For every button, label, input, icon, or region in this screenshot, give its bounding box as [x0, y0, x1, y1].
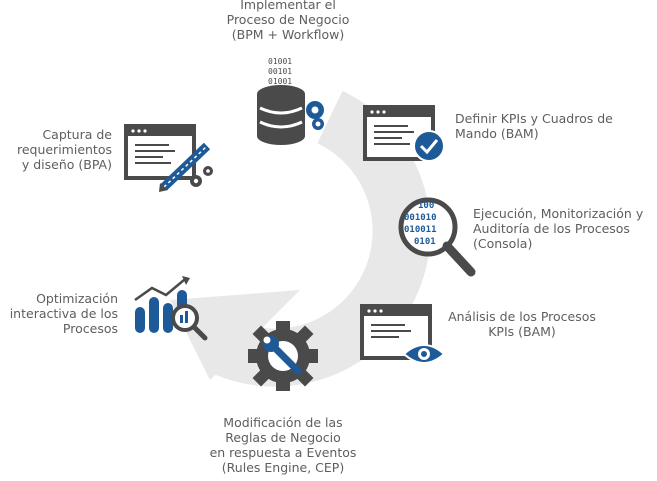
- label-line: Ejecución, Monitorización y: [473, 206, 644, 221]
- label-line: (BPM + Workflow): [231, 27, 345, 42]
- label-line: interactiva de los: [9, 306, 118, 321]
- step-label-captura: Captura de requerimientos y diseño (BPA): [0, 127, 112, 172]
- label-line: Análisis de los Procesos: [448, 309, 596, 324]
- magnifier-binary-line: 0101: [414, 237, 436, 247]
- magnifier-binary-line: 100: [418, 201, 434, 211]
- magnifier-binary-line: 001010: [404, 213, 437, 223]
- step-label-optimizacion: Optimización interactiva de los Procesos: [0, 291, 118, 336]
- label-line: Auditoría de los Procesos: [473, 221, 630, 236]
- step-label-analisis: Análisis de los Procesos KPIs (BAM): [440, 309, 604, 339]
- label-line: Modificación de las: [223, 415, 343, 430]
- label-line: (Consola): [473, 236, 533, 251]
- label-line: Procesos: [62, 321, 118, 336]
- step-label-definir-kpis: Definir KPIs y Cuadros de Mando (BAM): [455, 111, 655, 141]
- db-binary-line: 00101: [268, 67, 292, 76]
- magnifier-binary-line: 010011: [404, 225, 437, 235]
- db-binary-line: 01001: [268, 57, 292, 66]
- step-label-ejecucion: Ejecución, Monitorización y Auditoría de…: [473, 206, 657, 251]
- label-line: Optimización: [36, 291, 118, 306]
- label-line: Definir KPIs y Cuadros de: [455, 111, 613, 126]
- label-line: Implementar el: [240, 0, 336, 12]
- magnifier-binary-icon: 100 001010 010011 0101: [398, 197, 476, 277]
- db-binary-line: 01001: [268, 77, 292, 86]
- step-label-implementar: Implementar el Proceso de Negocio (BPM +…: [198, 0, 378, 42]
- chart-magnifier-icon: [134, 276, 208, 341]
- label-line: KPIs (BAM): [488, 324, 556, 339]
- label-line: y diseño (BPA): [21, 157, 112, 172]
- label-line: Captura de: [42, 127, 112, 142]
- label-line: Mando (BAM): [455, 126, 539, 141]
- label-line: Proceso de Negocio: [226, 12, 350, 27]
- label-line: requerimientos: [16, 142, 112, 157]
- window-eye-icon: [360, 304, 446, 364]
- window-check-icon: [363, 105, 445, 162]
- label-line: Reglas de Negocio: [225, 430, 341, 445]
- label-line: (Rules Engine, CEP): [221, 460, 345, 475]
- gear-wrench-icon: [248, 321, 318, 391]
- label-line: en respuesta a Eventos: [209, 445, 357, 460]
- database-gear-icon: 01001 00101 01001: [257, 57, 324, 145]
- step-label-modificacion: Modificación de las Reglas de Negocio en…: [198, 415, 368, 475]
- window-pencil-gears-icon: [124, 124, 213, 192]
